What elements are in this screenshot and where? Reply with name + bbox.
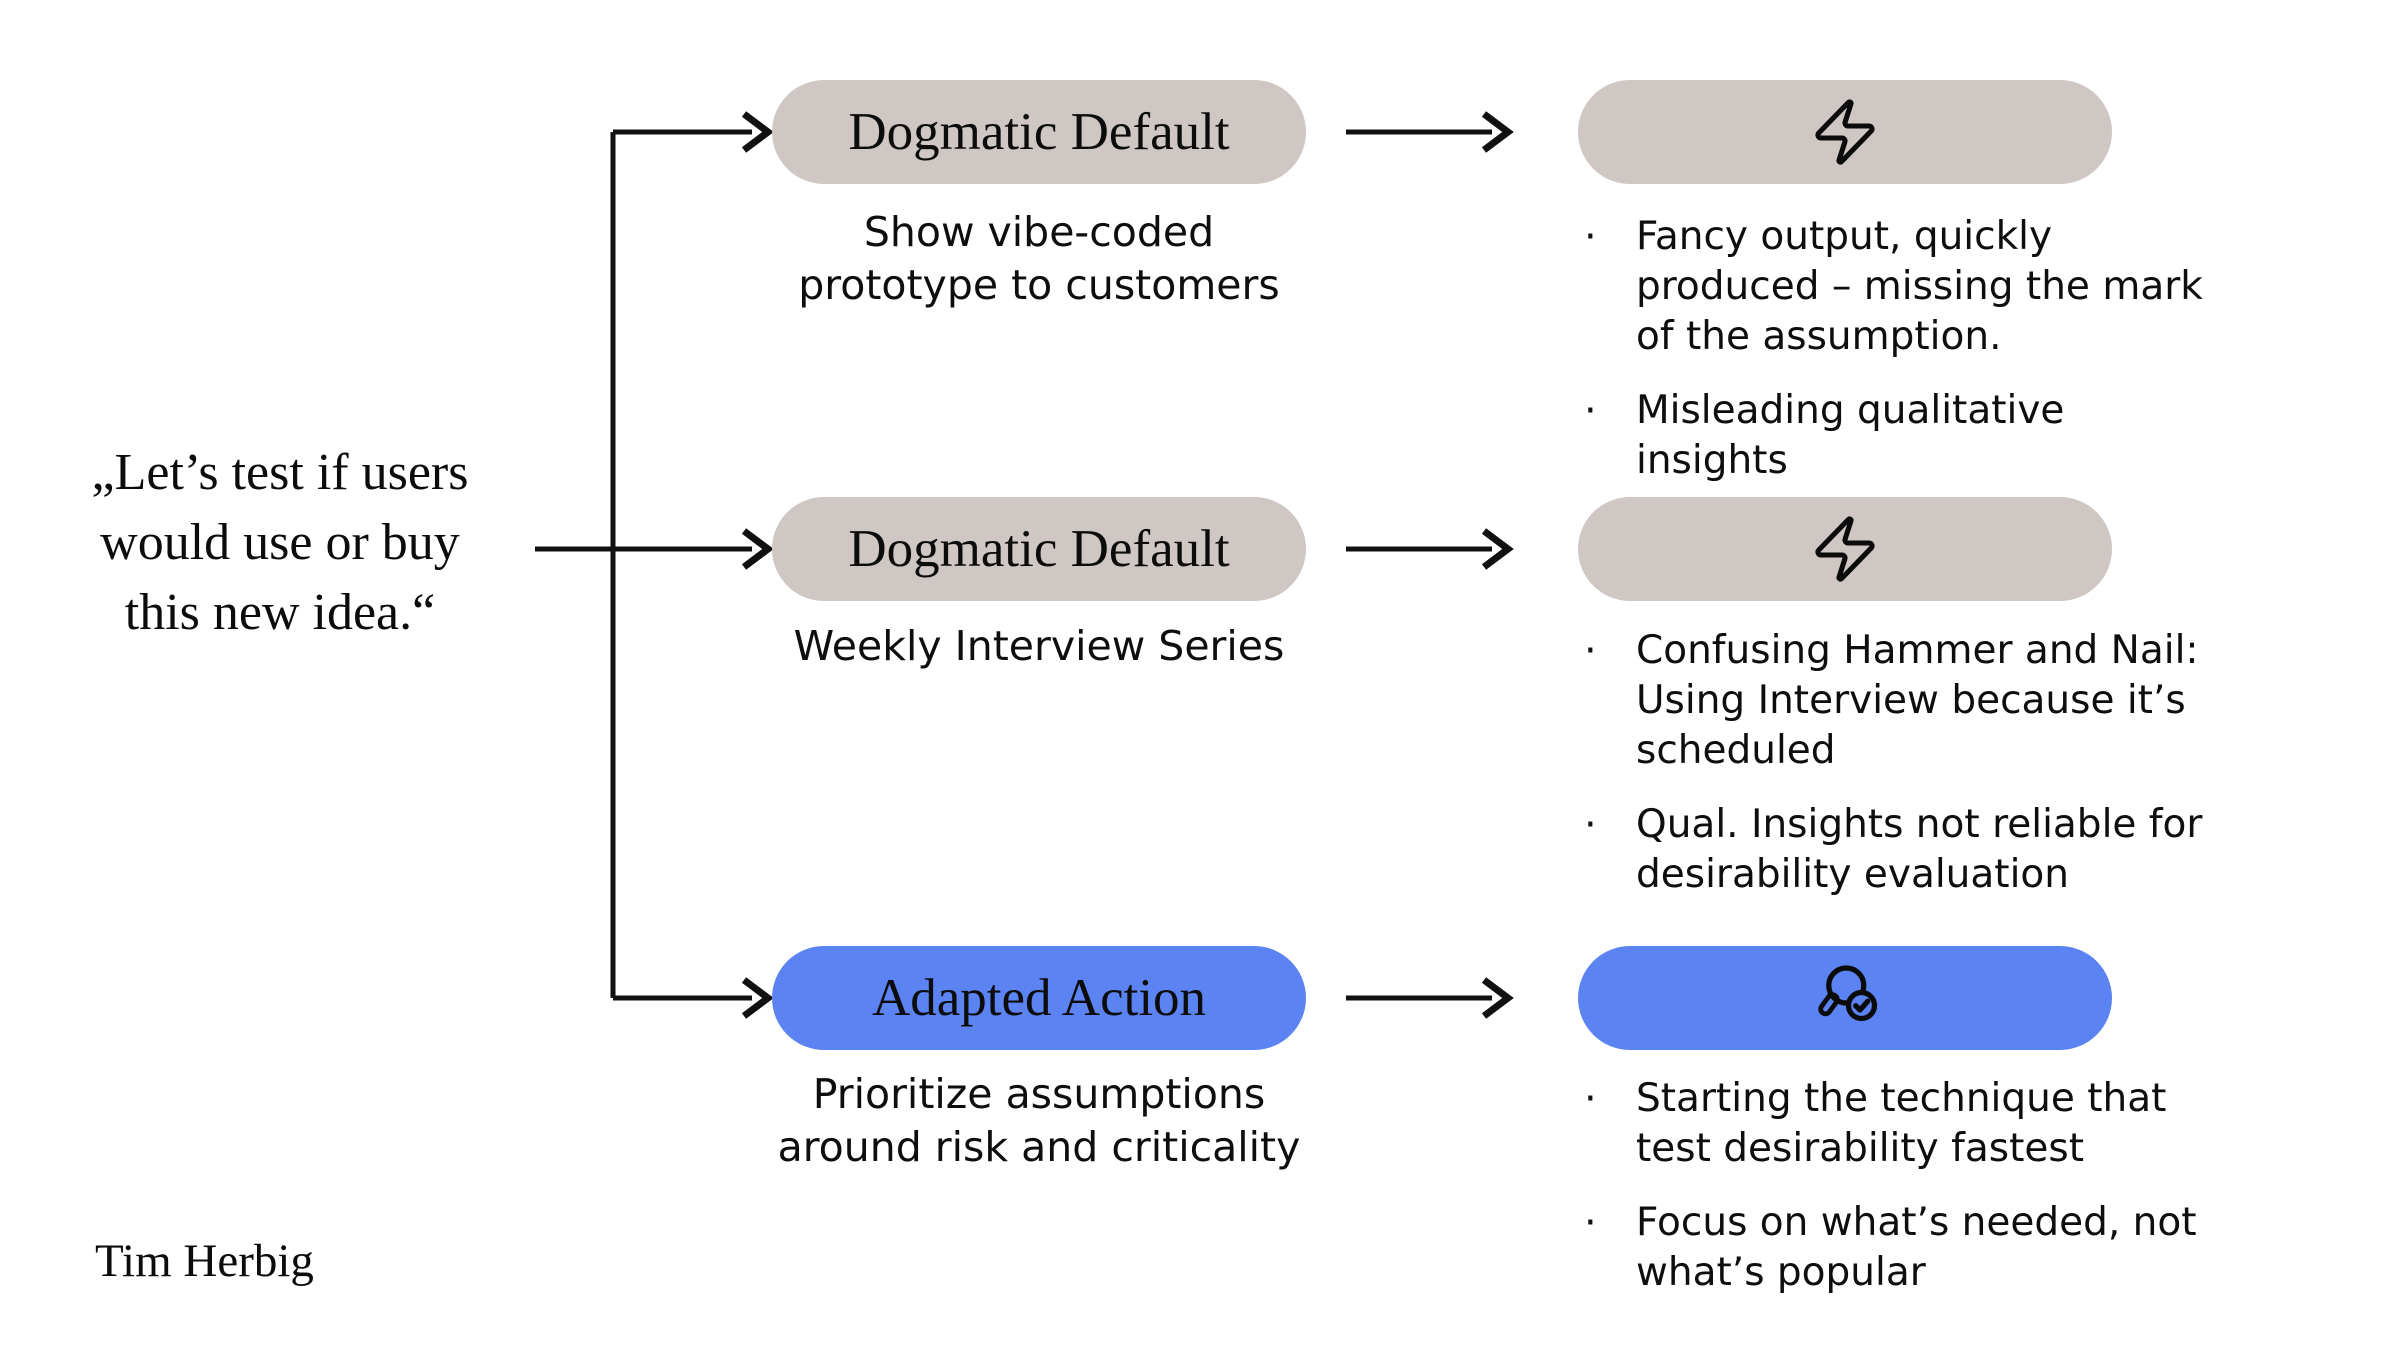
- search-check-icon: [1818, 965, 1878, 1022]
- row3-icon-pill: [1578, 946, 2112, 1050]
- author-credit: Tim Herbig: [95, 1235, 314, 1287]
- row1-label-pill: Dogmatic Default: [772, 80, 1306, 184]
- row3-label-pill: Adapted Action: [772, 946, 1306, 1050]
- row1-bullet-list: · Fancy output, quickly produced – missi…: [1578, 212, 2400, 486]
- list-item: · Starting the technique that test desir…: [1578, 1074, 2400, 1174]
- bullet-dot: ·: [1584, 214, 1597, 260]
- row1-subtitle: Show vibe-coded prototype to customers: [798, 208, 1280, 309]
- bullet-dot: ·: [1584, 628, 1597, 674]
- row3-label: Adapted Action: [871, 969, 1207, 1027]
- row1-icon-pill: [1578, 80, 2112, 184]
- list-item: · Confusing Hammer and Nail: Using Inter…: [1578, 626, 2400, 776]
- row2-label: Dogmatic Default: [848, 520, 1230, 578]
- bullet-dot: ·: [1584, 1200, 1597, 1246]
- bullet-dot: ·: [1584, 388, 1597, 434]
- row2-label-pill: Dogmatic Default: [772, 497, 1306, 601]
- bullet-dot: ·: [1584, 802, 1597, 848]
- lightning-icon: [1815, 516, 1875, 582]
- row3-subtitle: Prioritize assumptions around risk and c…: [777, 1070, 1301, 1171]
- row2-subtitle: Weekly Interview Series: [793, 622, 1285, 670]
- list-item: · Qual. Insights not reliable for desira…: [1578, 800, 2400, 900]
- row2-bullet-list: · Confusing Hammer and Nail: Using Inter…: [1578, 626, 2400, 900]
- row3-bullet-list: · Starting the technique that test desir…: [1578, 1074, 2400, 1298]
- list-item: · Fancy output, quickly produced – missi…: [1578, 212, 2400, 362]
- quote-text: „Let’s test if users would use or buy th…: [91, 444, 469, 641]
- list-item: · Focus on what’s needed, not what’s pop…: [1578, 1198, 2400, 1298]
- row1-label: Dogmatic Default: [848, 103, 1230, 161]
- bullet-dot: ·: [1584, 1076, 1597, 1122]
- row2-icon-pill: [1578, 497, 2112, 601]
- lightning-icon: [1815, 99, 1875, 165]
- list-item: · Misleading qualitative insights: [1578, 386, 2400, 486]
